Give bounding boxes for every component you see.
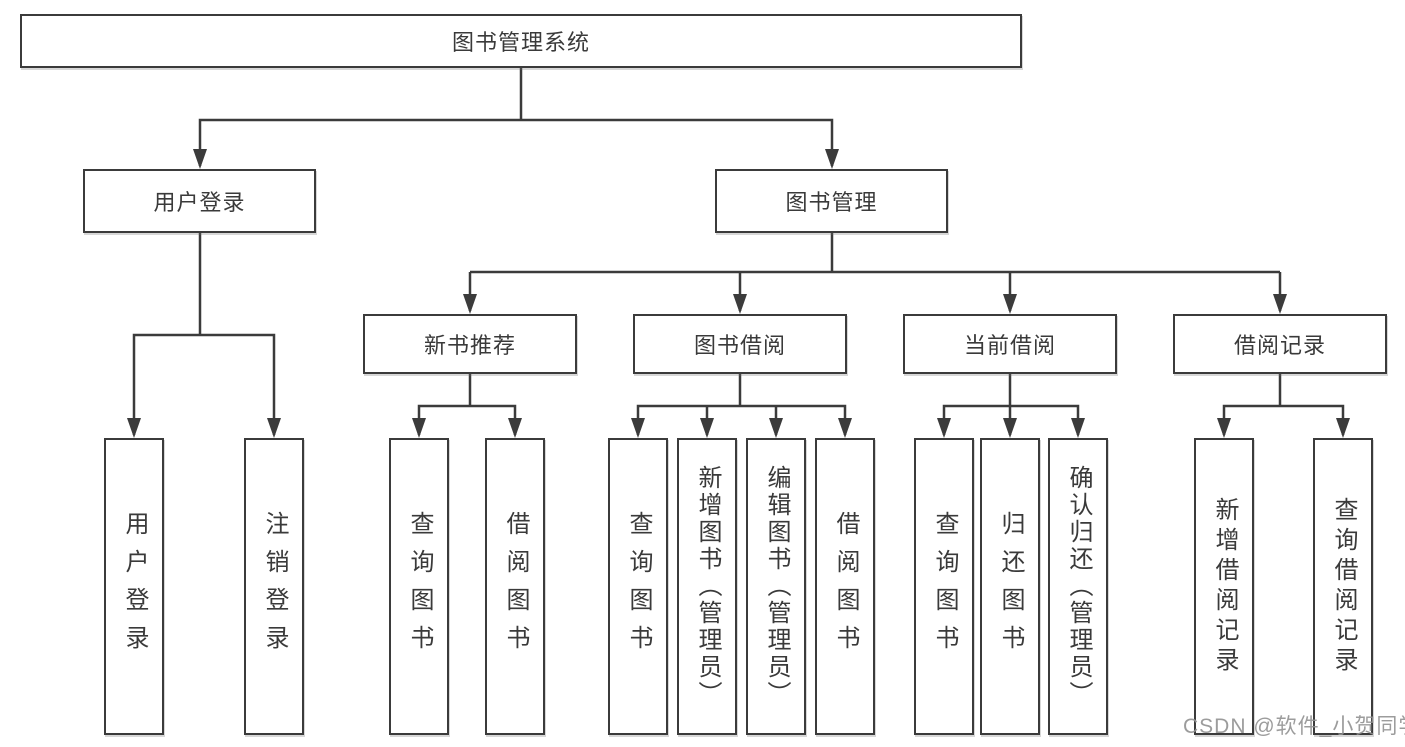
edge-current-borrowing-to-leaves [937,374,1085,438]
node-borrowing-records: 借阅记录 [1173,314,1387,374]
node-book-borrowing: 图书借阅 [633,314,847,374]
node-library-management-system: 图书管理系统 [20,14,1022,68]
csdn-watermark: CSDN @软件_小贺同学 [1183,715,1405,738]
node-book-management: 图书管理 [715,169,948,233]
node-leaf-query-books-current: 查询图书 [914,438,974,735]
node-leaf-query-borrow-record: 查询借阅记录 [1313,438,1373,735]
node-leaf-user-login: 用户登录 [104,438,164,735]
edge-root-to-level2 [193,68,839,169]
node-leaf-edit-books-admin: 编辑图书（管理员） [746,438,806,735]
node-new-book-recommendation: 新书推荐 [363,314,577,374]
edge-new-book-recommendation-to-leaves [412,374,522,438]
edge-book-management-to-level3 [463,233,1287,314]
node-leaf-borrow-books: 借阅图书 [815,438,875,735]
node-leaf-logout: 注销登录 [244,438,304,735]
node-leaf-add-books-admin: 新增图书（管理员） [677,438,737,735]
node-leaf-confirm-return-admin: 确认归还（管理员） [1048,438,1108,735]
edge-borrowing-records-to-leaves [1217,374,1350,438]
edge-user-login-to-leaves [127,233,281,438]
node-leaf-return-books: 归还图书 [980,438,1040,735]
node-leaf-query-books-borrowing: 查询图书 [608,438,668,735]
node-current-borrowing: 当前借阅 [903,314,1117,374]
node-leaf-query-books-recommend: 查询图书 [389,438,449,735]
node-user-login: 用户登录 [83,169,316,233]
node-leaf-borrow-books-recommend: 借阅图书 [485,438,545,735]
node-leaf-add-borrow-record: 新增借阅记录 [1194,438,1254,735]
edge-book-borrowing-to-leaves [631,374,852,438]
